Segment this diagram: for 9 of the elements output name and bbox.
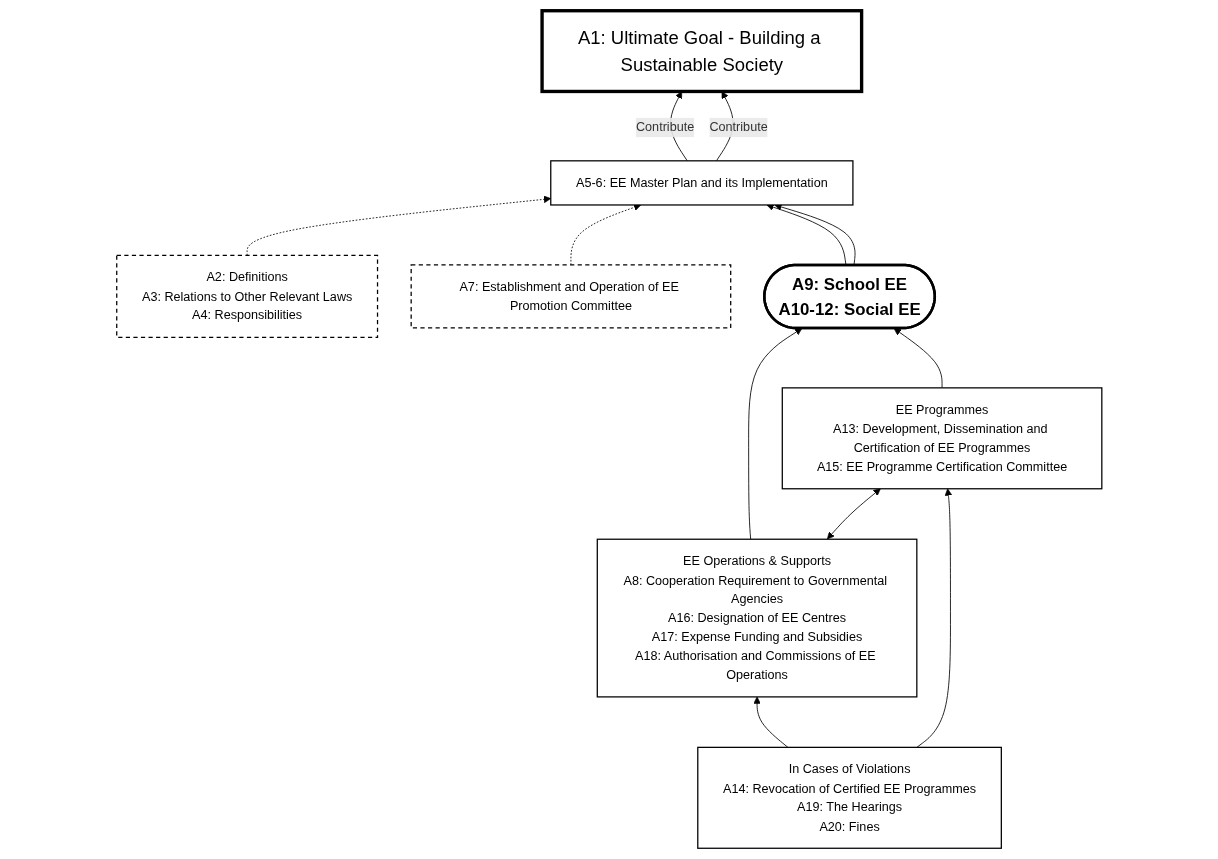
node-box: A1: Ultimate Goal - Building a Sustainable Society [540,9,863,94]
node-box: In Cases of Violations A14: Revocation of Certified EE Programmes A19: The Hearings A20: Fines [696,746,1002,849]
edge-label: Contribute [635,119,694,134]
node-box: EE Operations & Supports A8: Cooperation Requirement to Governmental Agencies A16: Designation of EE Centres A17: Expense Funding and Subsidies A18: Authorisation and Commissions of EE Operations [596,538,918,698]
node-box: A2: Definitions A3: Relations to Other Relevant Laws A4: Responsibilities [115,254,378,339]
edge-label: Contribute [709,119,768,134]
node-box: A5-6: EE Master Plan and its Implementation [549,160,854,206]
node-box: EE Programmes A13: Development, Dissemination and Certification of EE Programmes A15: EE Programme Certification Committee [781,387,1103,490]
node-box: A7: Establishment and Operation of EE Promotion Committee [410,264,732,329]
